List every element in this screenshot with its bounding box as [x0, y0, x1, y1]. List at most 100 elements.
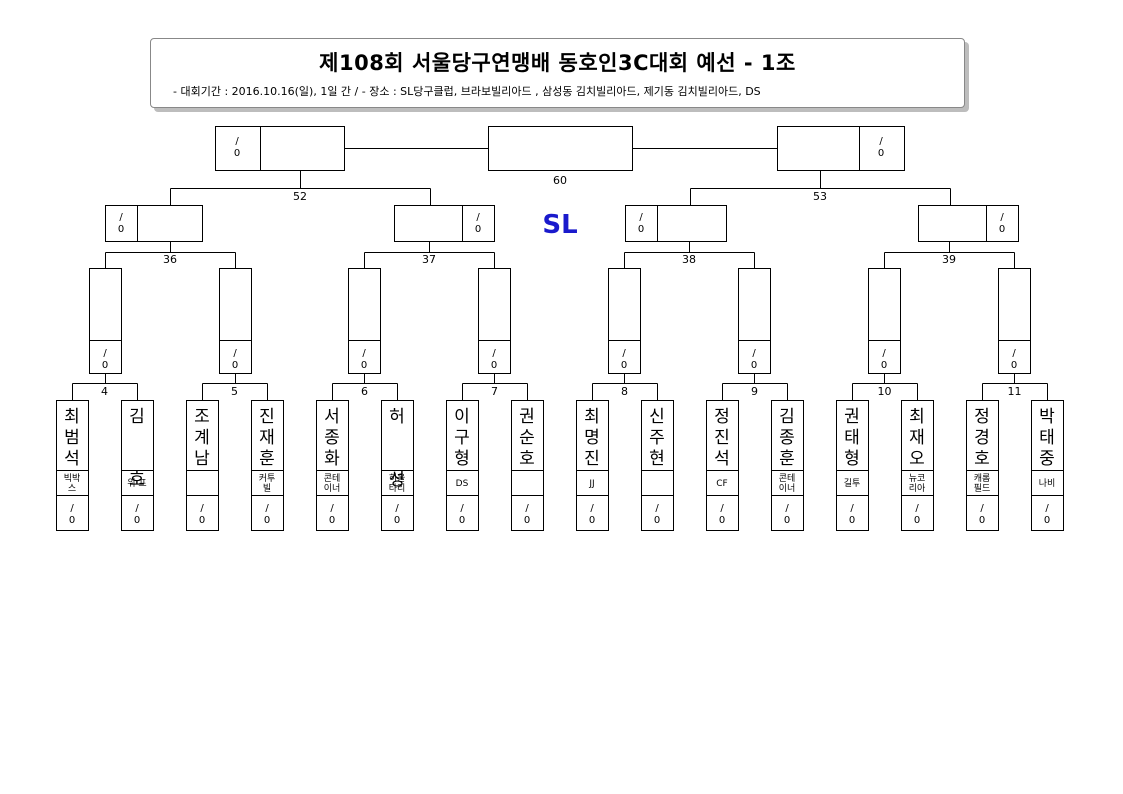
player-score-zero: 0 [719, 515, 725, 526]
winner-score-zero: 0 [881, 360, 887, 371]
player-score-zero: 0 [134, 515, 140, 526]
winner-score-slash: / [622, 348, 626, 359]
player-name-char: 재 [909, 428, 925, 448]
player-name-char: 주 [649, 428, 665, 448]
match-number: 9 [751, 385, 758, 398]
winner-box [348, 268, 381, 374]
player-name-char: 순 [519, 428, 535, 448]
match-number: 7 [491, 385, 498, 398]
player-box [641, 400, 674, 531]
player-box [121, 400, 154, 531]
player-club: JJ [588, 479, 594, 489]
match-number: 4 [101, 385, 108, 398]
match-number: 60 [553, 174, 567, 187]
player-score-slash: / [980, 503, 984, 514]
player-club: 타리 [389, 483, 406, 494]
player-box [1031, 400, 1064, 531]
match-number: 8 [621, 385, 628, 398]
player-score-zero: 0 [784, 515, 790, 526]
player-club: 스 [68, 483, 76, 494]
winner-box [219, 268, 252, 374]
player-score-zero: 0 [524, 515, 530, 526]
player-club: 나비 [1039, 478, 1056, 489]
player-name-char: 박 [1039, 407, 1055, 427]
player-club: CF [716, 479, 727, 489]
player-name-char: 석 [714, 449, 730, 469]
player-name-char: 화 [324, 449, 340, 469]
player-club: 히울 [389, 473, 406, 484]
semifinalist-box [394, 205, 495, 242]
player-score-zero: 0 [264, 515, 270, 526]
player-name-char: 최 [64, 407, 80, 427]
player-name-char: 오 [909, 449, 925, 469]
player-name-char: 신 [649, 407, 665, 427]
player-box [576, 400, 609, 531]
winner-score-zero: 0 [102, 360, 108, 371]
player-name-char: 명 [584, 428, 600, 448]
player-score-zero: 0 [654, 515, 660, 526]
finalist-score-zero: 0 [234, 148, 240, 159]
finalist-box [215, 126, 345, 171]
player-name-char: 훈 [779, 449, 795, 469]
winner-score-zero: 0 [751, 360, 757, 371]
finalist-box [777, 126, 905, 171]
semifinalist-score-slash: / [1000, 212, 1004, 223]
player-score-zero: 0 [69, 515, 75, 526]
player-club: DS [456, 479, 469, 489]
player-name-char: 태 [844, 428, 860, 448]
player-club: 빌 [263, 483, 271, 494]
player-score-zero: 0 [589, 515, 595, 526]
match-number: 53 [813, 190, 827, 203]
player-score-slash: / [70, 503, 74, 514]
player-box [446, 400, 479, 531]
player-name-char: 조 [194, 407, 210, 427]
player-name-char: 현 [649, 449, 665, 469]
match-number: 37 [422, 253, 436, 266]
player-score-zero: 0 [849, 515, 855, 526]
player-name-char: 태 [1039, 428, 1055, 448]
winner-box [998, 268, 1031, 374]
player-name-char: 경 [974, 428, 990, 448]
player-box [511, 400, 544, 531]
player-name-char: 형 [844, 449, 860, 469]
player-score-slash: / [655, 503, 659, 514]
player-box [381, 400, 414, 531]
player-score-slash: / [395, 503, 399, 514]
winner-score-slash: / [233, 348, 237, 359]
semifinalist-box [625, 205, 727, 242]
semifinalist-score-zero: 0 [475, 224, 481, 235]
event-info: - 대회기간 : 2016.10.16(일), 1일 간 / - 장소 : SL… [173, 85, 761, 98]
player-score-zero: 0 [329, 515, 335, 526]
player-score-slash: / [460, 503, 464, 514]
player-name-char: 성 [389, 470, 405, 490]
page-title: 제108회 서울당구연맹배 동호인3C대회 예선 - 1조 [319, 51, 796, 75]
player-club: 콘테 [779, 473, 796, 484]
winner-box [608, 268, 641, 374]
player-name-char: 형 [454, 449, 470, 469]
player-score-slash: / [135, 503, 139, 514]
winner-score-zero: 0 [232, 360, 238, 371]
winner-score-zero: 0 [361, 360, 367, 371]
player-name-char: 구 [454, 428, 470, 448]
player-score-slash: / [850, 503, 854, 514]
player-name-char: 최 [584, 407, 600, 427]
player-score-slash: / [915, 503, 919, 514]
match-number: 39 [942, 253, 956, 266]
semifinalist-score-zero: 0 [118, 224, 124, 235]
winner-score-slash: / [103, 348, 107, 359]
player-name-char: 호 [974, 449, 990, 469]
player-name-char: 중 [1039, 449, 1055, 469]
player-name-char: 최 [909, 407, 925, 427]
player-box [251, 400, 284, 531]
finalist-score-zero: 0 [878, 148, 884, 159]
player-club: 캐롬 [974, 473, 991, 484]
winner-score-zero: 0 [1011, 360, 1017, 371]
player-name-char: 범 [64, 428, 80, 448]
player-name-char: 권 [844, 407, 860, 427]
winner-score-slash: / [1012, 348, 1016, 359]
match-number: 10 [878, 385, 892, 398]
player-name-char: 남 [194, 449, 210, 469]
player-club: 위·프 [127, 478, 146, 489]
player-name-char: 김 [779, 407, 795, 427]
semifinalist-score-slash: / [639, 212, 643, 223]
